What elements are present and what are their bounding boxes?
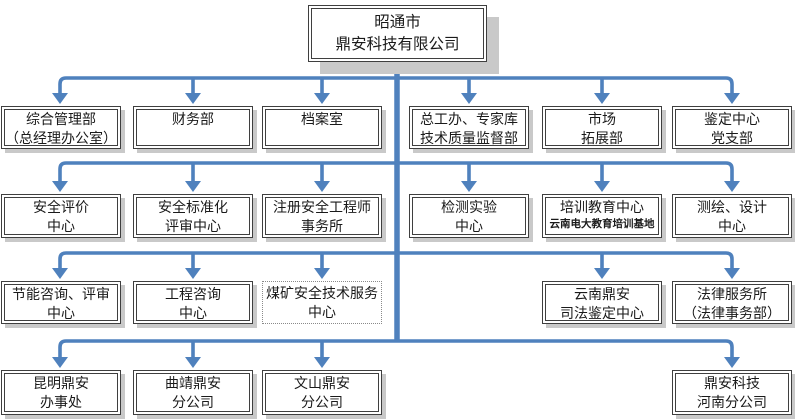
node-label: 安全标准化 评审中心 xyxy=(158,200,228,235)
node-label: 鉴定中心 党支部 xyxy=(704,112,760,146)
node-qujing-dingan-branch: 曲靖鼎安 分公司 xyxy=(133,370,253,415)
connector-level5-line xyxy=(58,339,734,358)
node-label: 工程咨询 中心 xyxy=(165,287,221,321)
node-label: 文山鼎安 分公司 xyxy=(294,376,350,411)
node-dingan-tech-henan-branch: 鼎安科技 河南分公司 xyxy=(672,370,792,415)
node-label: 鼎安科技 河南分公司 xyxy=(697,376,767,411)
node-label: 测绘、设计 中心 xyxy=(697,200,767,235)
node-label: 注册安全工程师 事务所 xyxy=(273,200,371,235)
node-label: 安全评价 中心 xyxy=(33,200,89,235)
node-wenshan-dingan-branch: 文山鼎安 分公司 xyxy=(262,370,382,415)
node-label: 检测实验 中心 xyxy=(441,200,497,235)
node-label: 档案室 xyxy=(301,112,343,128)
node-label: 财务部 xyxy=(172,112,214,128)
node-finance-dept: 财务部 xyxy=(133,106,253,149)
node-legal-service-office: 法律服务所 （法律事务部） xyxy=(672,281,792,324)
node-company-root: 昭通市 鼎安科技有限公司 xyxy=(308,5,487,62)
node-chief-engineer-office-quality-supervision: 总工办、专家库 技术质量监督部 xyxy=(409,106,529,149)
node-safety-standardization-review-center: 安全标准化 评审中心 xyxy=(133,194,253,238)
node-energy-saving-consulting-review-center: 节能咨询、评审 中心 xyxy=(1,281,121,324)
node-yunnan-dingan-judicial-appraisal-center: 云南鼎安 司法鉴定中心 xyxy=(542,281,662,324)
node-registered-safety-engineer-office: 注册安全工程师 事务所 xyxy=(262,194,382,238)
node-engineering-consulting-center: 工程咨询 中心 xyxy=(133,281,253,324)
node-comprehensive-management-dept: 综合管理部 （总经理办公室） xyxy=(1,106,121,149)
connector-lines xyxy=(58,62,734,358)
node-label: 节能咨询、评审 中心 xyxy=(12,287,110,321)
node-sublabel: 云南电大教育培训基地 xyxy=(549,217,655,230)
node-surveying-design-center: 测绘、设计 中心 xyxy=(672,194,792,238)
node-market-expansion-dept: 市场 拓展部 xyxy=(542,106,662,149)
node-label: 昆明鼎安 办事处 xyxy=(33,376,89,411)
connector-arrowheads xyxy=(52,93,740,368)
node-label: 市场 拓展部 xyxy=(581,112,623,146)
node-label: 培训教育中心 xyxy=(560,200,644,216)
node-kunming-dingan-office: 昆明鼎安 办事处 xyxy=(1,370,121,415)
node-safety-evaluation-center: 安全评价 中心 xyxy=(1,194,121,238)
connector-level2-line xyxy=(58,76,734,94)
connector-level3-line xyxy=(58,161,734,182)
node-testing-laboratory-center: 检测实验 中心 xyxy=(409,194,529,238)
node-label: 综合管理部 （总经理办公室） xyxy=(5,112,117,146)
node-appraisal-center-party-branch: 鉴定中心 党支部 xyxy=(672,106,792,149)
node-label: 曲靖鼎安 分公司 xyxy=(165,376,221,411)
node-coal-mine-safety-technical-service-center: 煤矿安全技术服务 中心 xyxy=(262,281,382,324)
node-label: 煤矿安全技术服务 中心 xyxy=(266,286,378,321)
node-archives-room: 档案室 xyxy=(262,106,382,149)
node-label: 云南鼎安 司法鉴定中心 xyxy=(560,287,644,321)
node-label: 总工办、专家库 技术质量监督部 xyxy=(420,112,518,146)
node-label: 昭通市 鼎安科技有限公司 xyxy=(335,13,460,53)
node-training-education-center: 培训教育中心 云南电大教育培训基地 xyxy=(542,194,662,238)
node-label: 法律服务所 （法律事务部） xyxy=(683,287,781,321)
connector-level4-line xyxy=(58,251,734,269)
